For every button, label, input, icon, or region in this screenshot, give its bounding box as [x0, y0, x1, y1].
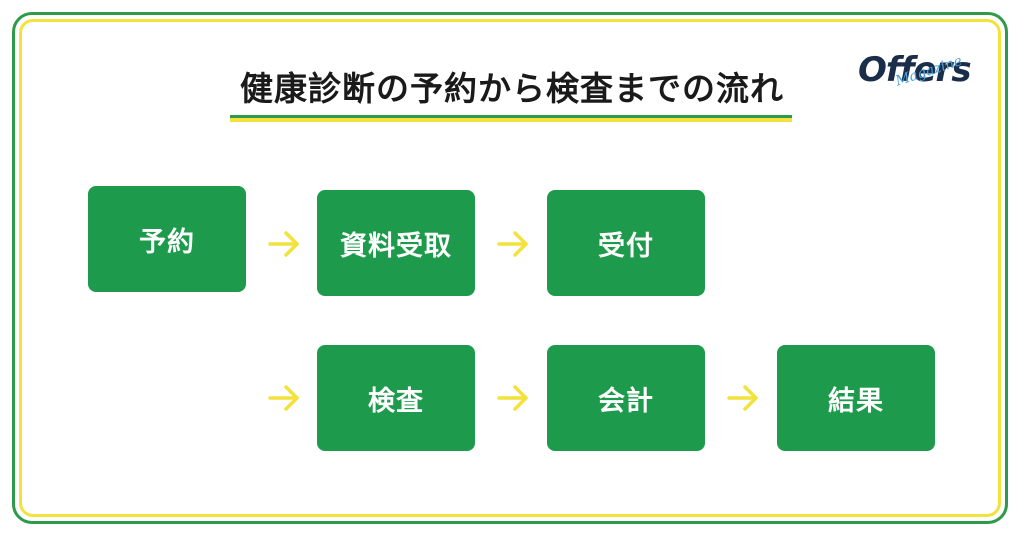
- arrow-right-icon: [268, 385, 299, 411]
- step-box-reservation: 予約: [88, 186, 246, 292]
- arrow-right-icon: [497, 231, 528, 257]
- arrow-right-icon: [727, 385, 758, 411]
- step-box-reception: 受付: [547, 190, 705, 296]
- page-title: 健康診断の予約から検査までの流れ: [240, 69, 784, 108]
- step-box-documents: 資料受取: [317, 190, 475, 296]
- inner-frame: [19, 19, 1001, 517]
- step-box-payment: 会計: [547, 345, 705, 451]
- logo-wordmark: Offers: [858, 50, 972, 90]
- title-underline: [230, 115, 792, 118]
- step-box-results: 結果: [777, 345, 935, 451]
- offers-magazine-logo: Offers Magazine: [858, 50, 998, 100]
- arrow-right-icon: [497, 385, 528, 411]
- title-underline-accent: [230, 118, 792, 122]
- arrow-right-icon: [268, 231, 299, 257]
- outer-frame: [12, 12, 1008, 524]
- step-box-examination: 検査: [317, 345, 475, 451]
